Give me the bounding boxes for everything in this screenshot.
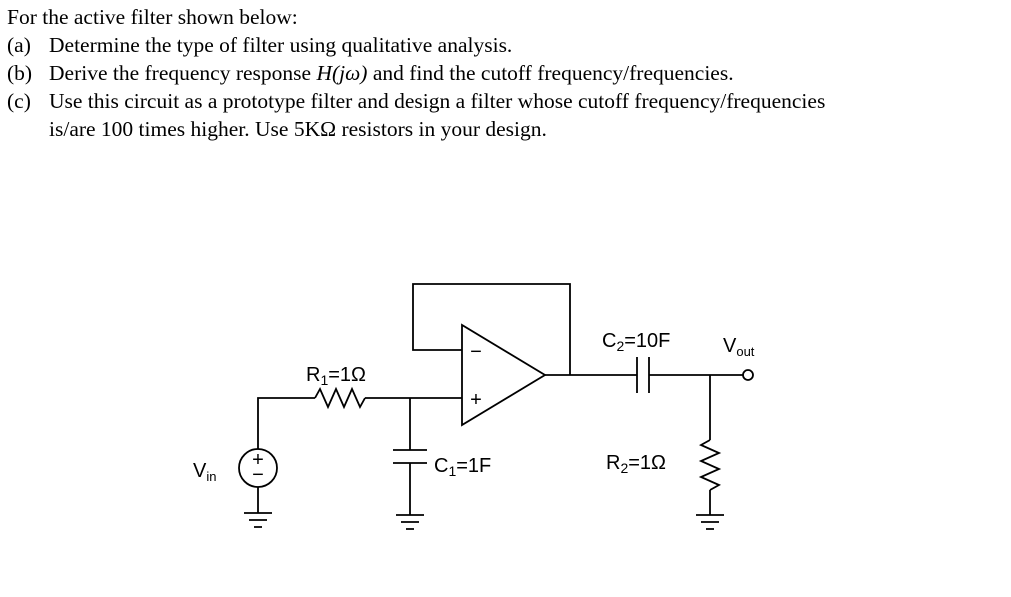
item-b-label: (b) [7,61,33,85]
item-c-text-line1: Use this circuit as a prototype filter a… [49,89,826,113]
r1-label: R1=1Ω [306,364,366,388]
capacitor-c2 [636,357,650,393]
opamp-plus-input: + [470,389,482,411]
item-c: (c) Use this circuit as a prototype filte… [7,87,1007,143]
item-a-text: Determine the type of filter using quali… [49,33,513,57]
item-a-label: (a) [7,33,31,57]
ground-symbol-r2 [696,514,724,530]
wires [257,283,743,515]
problem-statement: For the active filter shown below: (a) De… [7,3,1007,143]
ground-symbol-c1 [396,514,424,530]
opamp-minus-input: − [470,341,482,363]
capacitor-c1 [393,449,427,464]
vin-source: + − [238,448,278,488]
ground-symbol-source [244,512,272,528]
vout-terminal [742,369,754,381]
vin-label: Vin [193,460,216,484]
source-minus-sign: − [252,464,264,486]
resistor-r2 [698,439,722,491]
item-a: (a) Determine the type of filter using qu… [7,31,1007,59]
r2-label: R2=1Ω [606,452,666,476]
c1-label: C1=1F [434,455,491,479]
resistor-r1 [314,386,366,410]
item-b-text-pre: Derive the frequency response [49,61,317,85]
source-plus-sign: + [252,449,264,471]
item-b: (b) Derive the frequency response H(jω) a… [7,59,1007,87]
opamp: − + [461,323,547,427]
item-c-label: (c) [7,89,31,113]
item-b-math: H(jω) [316,61,368,85]
item-c-text-line2: is/are 100 times higher. Use 5KΩ resisto… [49,117,547,141]
problem-title: For the active filter shown below: [7,5,298,29]
c2-label: C2=10F [602,330,670,354]
vout-label: Vout [723,335,755,359]
item-b-text-post: and find the cutoff frequency/frequencie… [367,61,734,85]
